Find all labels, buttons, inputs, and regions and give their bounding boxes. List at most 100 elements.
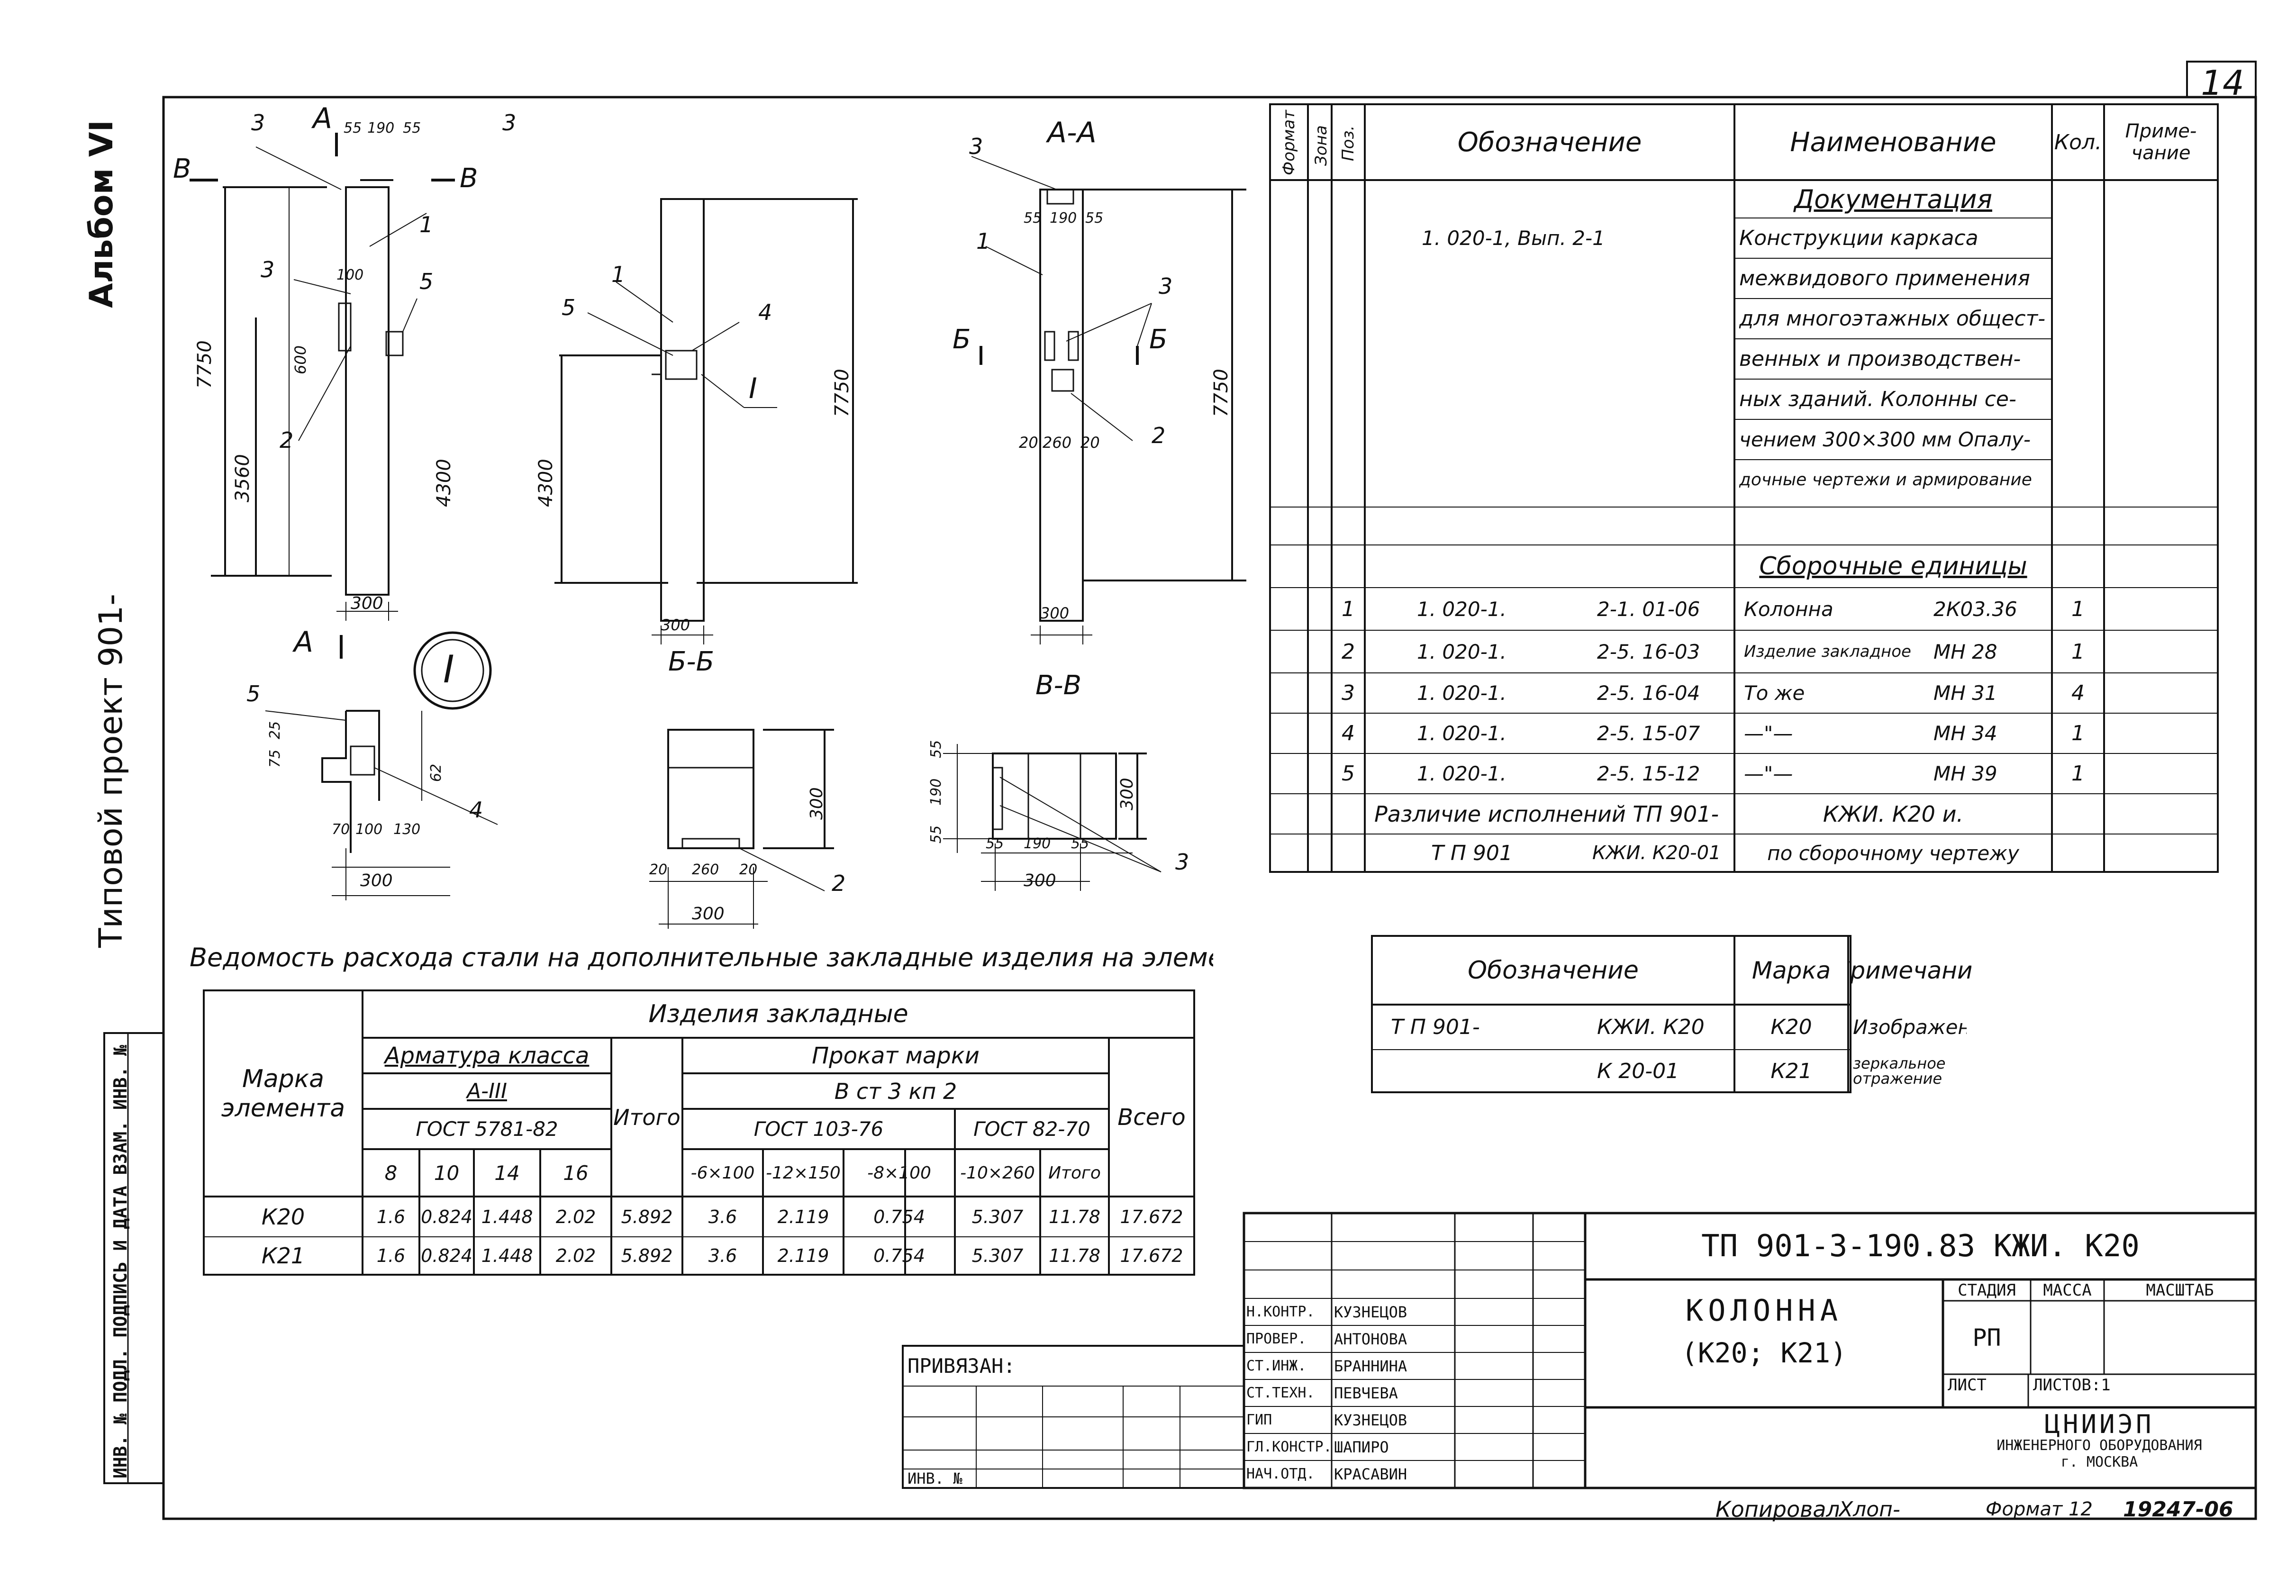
steel-row-value: 0.754 xyxy=(873,1245,925,1266)
label-dim-300: 300 xyxy=(351,594,383,613)
label-aa-b-right: Б xyxy=(1149,324,1167,355)
steel-row-value: 2.02 xyxy=(555,1245,596,1266)
steel-row-value: 1.6 xyxy=(376,1206,406,1227)
sheet-frame xyxy=(162,96,2257,1520)
section-b-b xyxy=(649,729,834,929)
spec-row-des1: 1. 020-1. xyxy=(1417,722,1506,745)
spec-h-note: Приме-чание xyxy=(2125,120,2197,164)
label-node-62: 62 xyxy=(428,764,445,782)
var-h-designation: Обозначение xyxy=(1468,956,1639,985)
spec-doc-line: чением 300×300 мм Опалу- xyxy=(1739,428,2031,451)
spec-row-mark: МН 28 xyxy=(1933,640,1997,663)
column-side-view xyxy=(554,198,858,644)
label-vv-3: 3 xyxy=(1175,849,1189,875)
steel-row-value: 3.6 xyxy=(708,1206,737,1227)
steel-row-value: 5.892 xyxy=(621,1245,673,1266)
label-aa-7750: 7750 xyxy=(1210,369,1232,417)
label-dim-3560: 3560 xyxy=(232,454,254,502)
label-bb-260: 260 xyxy=(692,861,719,878)
spec-row-name: Колонна xyxy=(1744,597,1833,621)
steel-h-profile: -8×100 xyxy=(867,1163,931,1183)
tb-signer-name: ПЕВЧЕВА xyxy=(1334,1384,1398,1402)
label-aa-260: 260 xyxy=(1043,434,1071,452)
steel-row-value: 11.78 xyxy=(1049,1245,1100,1266)
spec-doc-line: для многоэтажных общест- xyxy=(1739,307,2046,331)
steel-table-grid xyxy=(203,989,1195,1276)
spec-row-mark: МН 31 xyxy=(1933,681,1997,705)
label-pos-3c: 3 xyxy=(261,257,274,282)
label-aa-1: 1 xyxy=(976,228,990,254)
spec-row-pos: 2 xyxy=(1342,639,1355,664)
steel-h-diam: 16 xyxy=(563,1161,589,1185)
spec-row-pos: 3 xyxy=(1342,681,1355,705)
label-aa-20: 20 xyxy=(1019,434,1038,452)
label-node-70: 70 xyxy=(332,821,350,838)
label-vv-190: 190 xyxy=(1024,835,1051,852)
tb-mass-h: МАССА xyxy=(2043,1280,2092,1300)
label-aa-55b: 55 xyxy=(1085,210,1103,227)
spec-row-mark: 2К03.36 xyxy=(1933,597,2017,621)
node-i-detail xyxy=(265,631,498,900)
spec-doc-line: венных и производствен- xyxy=(1739,347,2021,371)
tb-stage: РП xyxy=(1972,1324,2001,1351)
tb-signer-role: СТ.ТЕХН. xyxy=(1246,1385,1315,1401)
tb-org-3: г. МОСКВА xyxy=(2060,1453,2138,1470)
label-dim-55: 55 xyxy=(344,120,362,136)
label-node-130: 130 xyxy=(393,821,420,838)
tb-signer-name: БРАННИНА xyxy=(1334,1357,1407,1375)
spec-h-name: Наименование xyxy=(1790,127,1997,158)
label-vv-55: 55 xyxy=(986,835,1004,852)
tb-inv: ИНВ. № xyxy=(908,1469,962,1487)
steel-h-all: Всего xyxy=(1117,1104,1186,1131)
steel-h-mark: Марка элемента xyxy=(221,1064,345,1123)
spec-row-qty: 4 xyxy=(2071,681,2085,705)
label-callout-i: I xyxy=(443,647,454,691)
label-vv-300: 300 xyxy=(1117,778,1137,810)
steel-row-value: 11.78 xyxy=(1049,1206,1100,1227)
steel-h-gost1: ГОСТ 103-76 xyxy=(753,1117,884,1141)
steel-h-diam: 8 xyxy=(384,1161,398,1185)
tb-org-2: ИНЖЕНЕРНОГО ОБОРУДОВАНИЯ xyxy=(1997,1437,2202,1454)
steel-row-mark: К21 xyxy=(261,1243,305,1269)
tb-signer-name: КУЗНЕЦОВ xyxy=(1334,1303,1407,1321)
footer-copied: Копировал xyxy=(1715,1496,1839,1522)
variant-row-mark: К21 xyxy=(1770,1059,1812,1083)
spec-diff-2c: по сборочному чертежу xyxy=(1767,841,2019,865)
spec-row-name: —"— xyxy=(1744,722,1793,745)
label-sec-v-right: В xyxy=(460,163,478,194)
side-stamp-label: ИНВ. № ПОДЛ. ПОДПИСЬ И ДАТА ВЗАМ. ИНВ. № xyxy=(110,1044,131,1478)
spec-row-des2: 2-1. 01-06 xyxy=(1597,597,1700,621)
tb-name-2: (К20; К21) xyxy=(1681,1337,1847,1369)
variants-table-grid xyxy=(1371,935,1851,1093)
label-pos-1: 1 xyxy=(419,212,433,237)
label-aa-300: 300 xyxy=(1040,604,1069,622)
steel-h-profile: Итого xyxy=(1048,1163,1101,1183)
spec-row-pos: 1 xyxy=(1342,597,1355,621)
label-vv-55v: 55 xyxy=(928,740,944,758)
label-bb-2: 2 xyxy=(832,871,845,896)
label-node-25: 25 xyxy=(267,721,283,739)
variant-row-des1: Т П 901- xyxy=(1391,1015,1480,1039)
spec-row-des2: 2-5. 15-12 xyxy=(1597,762,1700,785)
tb-bound: ПРИВЯЗАН: xyxy=(908,1354,1016,1378)
steel-row-value: 2.119 xyxy=(777,1245,829,1266)
steel-row-value: 5.307 xyxy=(971,1245,1024,1266)
footer-number: 19247-06 xyxy=(2123,1497,2233,1522)
steel-h-items: Изделия закладные xyxy=(648,1000,908,1028)
label-aa-3: 3 xyxy=(969,134,983,159)
label-section-bb: Б-Б xyxy=(668,646,714,677)
spec-diff-1: Различие исполнений ТП 901- xyxy=(1374,801,1719,827)
steel-h-profile: -6×100 xyxy=(690,1163,755,1183)
label-node-300: 300 xyxy=(360,871,393,890)
project-label: Типовой проект 901- xyxy=(92,594,130,948)
footer-format: Формат 12 xyxy=(1986,1498,2093,1520)
tb-signer-role: Н.КОНТР. xyxy=(1246,1304,1315,1320)
steel-h-rolled-grade: В ст 3 кп 2 xyxy=(834,1078,957,1104)
steel-row-value: 17.672 xyxy=(1120,1245,1183,1266)
spec-h-zone: Зона xyxy=(1312,125,1331,166)
steel-row-value: 2.119 xyxy=(777,1206,829,1227)
steel-h-diam: 10 xyxy=(434,1161,460,1185)
steel-title: Ведомость расхода стали на дополнительны… xyxy=(190,942,1213,972)
steel-row-value: 5.892 xyxy=(621,1206,673,1227)
label-pos-3: 3 xyxy=(251,110,265,136)
